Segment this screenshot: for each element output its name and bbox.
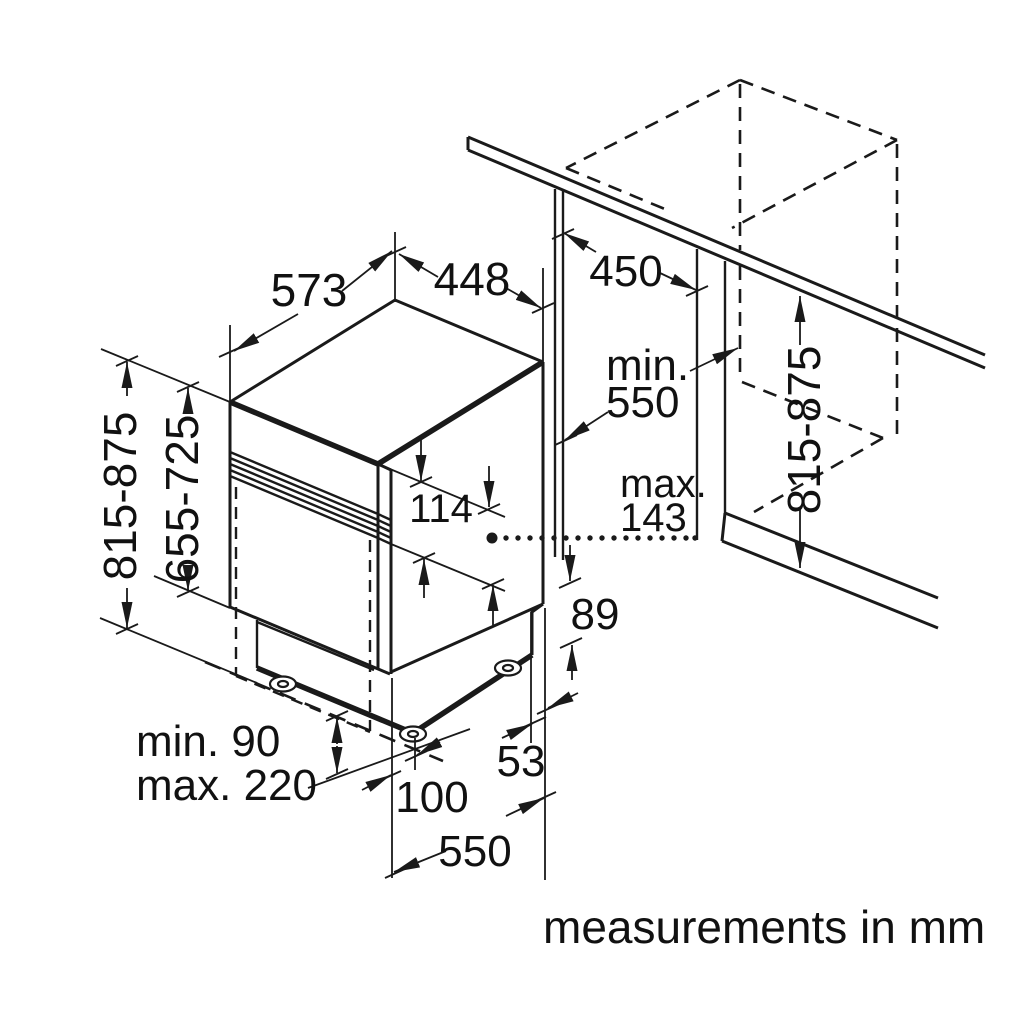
dim-niche-depth-min-word: min. — [606, 341, 689, 390]
dim-hinge-max-value: 143 — [620, 496, 687, 540]
dim-height-left-label: 815-875 — [94, 412, 146, 581]
dim-inner-height-label: 655-725 — [156, 415, 208, 584]
tick-marks — [115, 228, 709, 879]
countertop — [466, 135, 986, 370]
cabinet-plinth — [720, 511, 939, 630]
dim-niche-width-label: 450 — [589, 247, 662, 296]
dim-door-gap-label: 89 — [571, 590, 620, 639]
dim-top-depth-label: 448 — [434, 253, 511, 305]
dim-rear-gap-label: 53 — [497, 737, 546, 786]
dim-recess-label: 100 — [395, 773, 468, 822]
dim-total-depth-label: 550 — [438, 827, 511, 876]
hinge-dotted-line — [486, 532, 698, 544]
dim-plinth-max-label: max. 220 — [136, 761, 317, 810]
adjustable-feet — [268, 659, 523, 743]
dim-height-right-label: 815-875 — [778, 346, 830, 515]
dim-hinge-max-word: max. — [620, 462, 707, 506]
niche-dashed-outline — [565, 78, 899, 514]
niche-side-wall — [553, 189, 727, 560]
dim-plinth-min-label: min. 90 — [136, 717, 280, 766]
dim-control-panel-label: 114 — [409, 487, 473, 531]
dim-top-width-label: 573 — [271, 264, 348, 316]
dishwasher-body — [204, 298, 545, 763]
measurements-note: measurements in mm — [543, 901, 985, 953]
dim-niche-depth-min-value: 550 — [606, 378, 679, 427]
